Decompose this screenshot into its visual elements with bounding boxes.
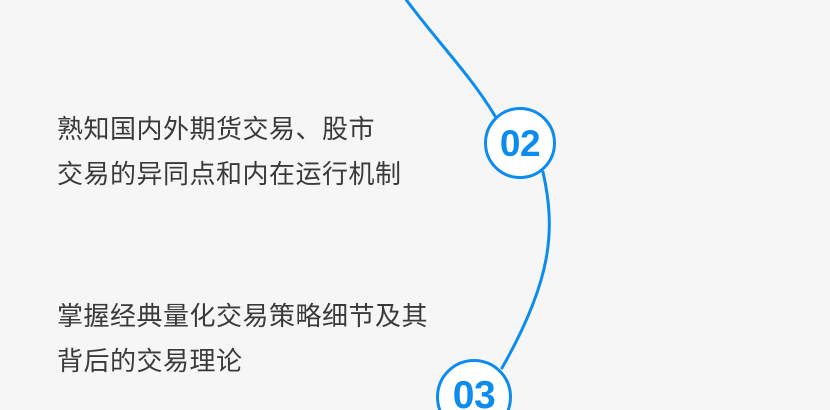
timeline-item-03-description: 掌握经典量化交易策略细节及其 背后的交易理论	[57, 294, 428, 384]
step-badge-03-number: 03	[452, 373, 496, 410]
timeline-item-02-line-2: 交易的异同点和内在运行机制	[57, 159, 402, 189]
timeline-item-02-description: 熟知国内外期货交易、股市 交易的异同点和内在运行机制	[57, 107, 402, 197]
connector-segment-top	[404, 0, 497, 118]
timeline-item-02-line-1: 熟知国内外期货交易、股市	[57, 114, 376, 144]
timeline-item-03-line-2: 背后的交易理论	[57, 346, 243, 376]
step-badge-02: 02	[484, 107, 556, 179]
connector-segment-02-to-03	[500, 170, 551, 370]
timeline-item-03-line-1: 掌握经典量化交易策略细节及其	[57, 301, 429, 331]
step-badge-02-number: 02	[499, 122, 541, 164]
